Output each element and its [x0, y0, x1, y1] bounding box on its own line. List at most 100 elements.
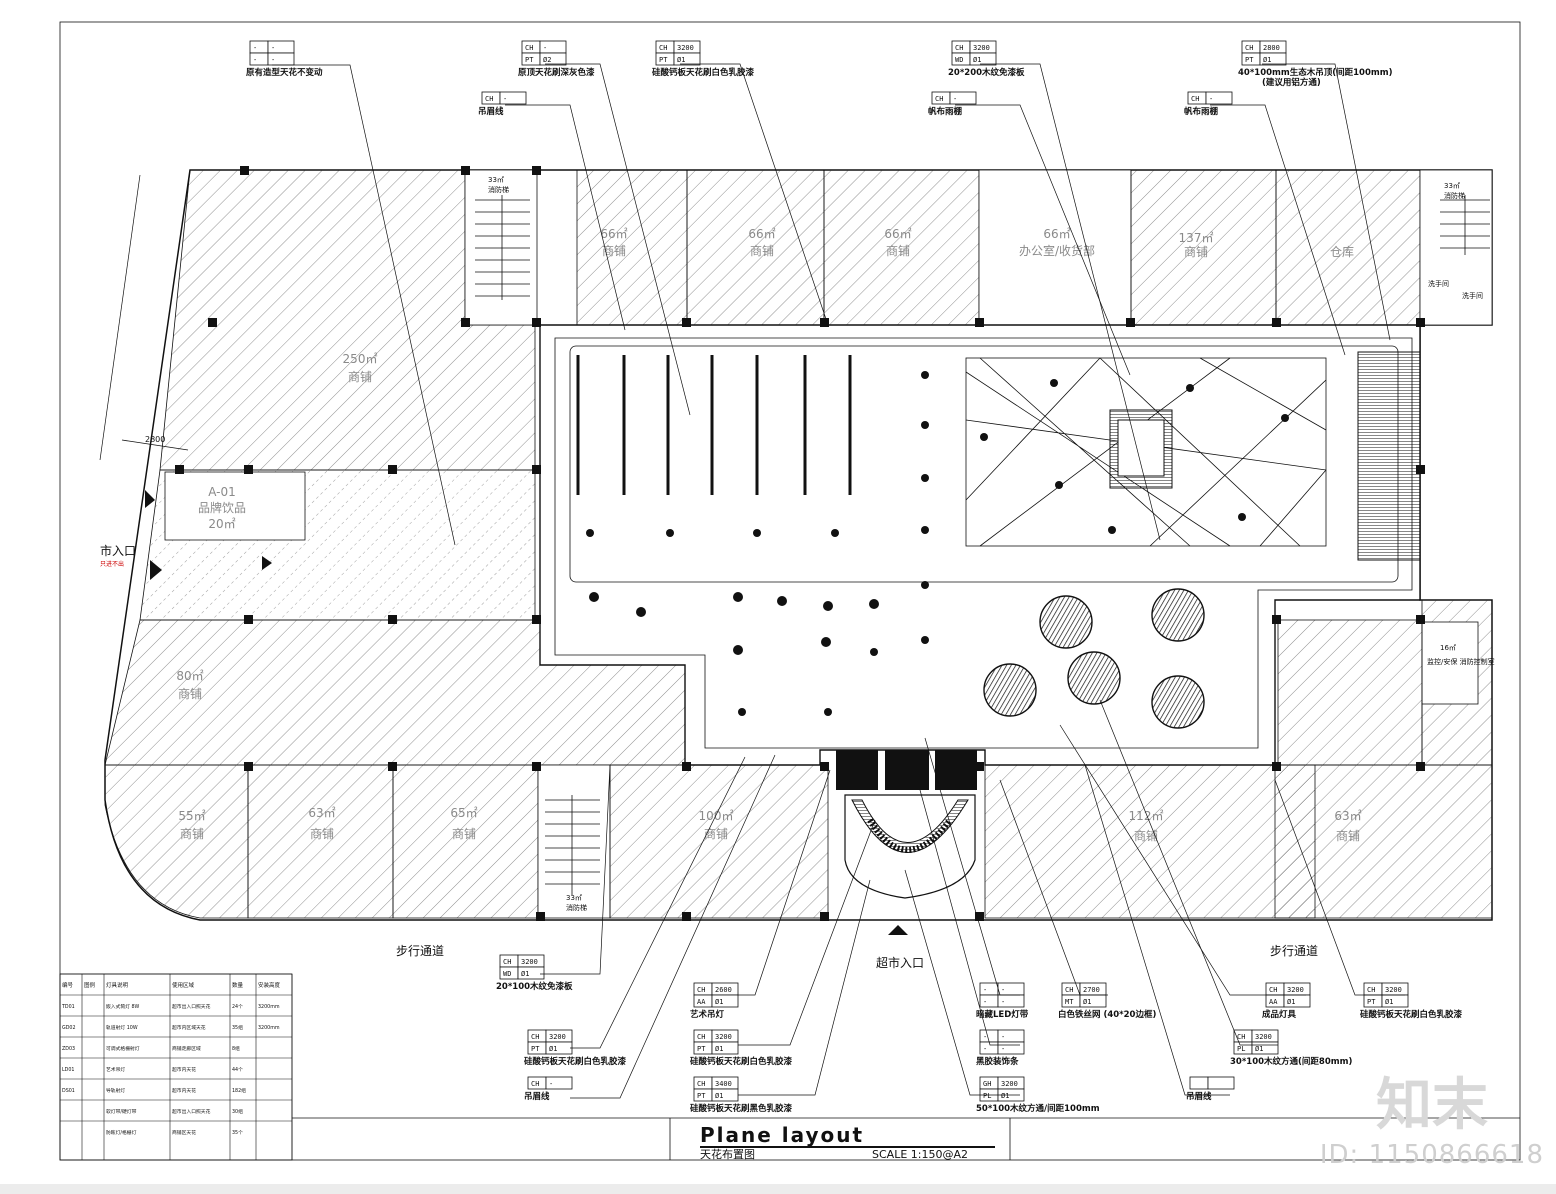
callout-label: 白色铁丝网 (40*20边框) — [1058, 1009, 1156, 1020]
fan-icons — [589, 592, 879, 655]
shop-55 — [104, 764, 249, 919]
callout-code: PT — [1367, 998, 1376, 1006]
callout-code: CH — [531, 1080, 539, 1088]
callout-value: - — [1001, 998, 1005, 1006]
pendant-lamps — [983, 588, 1205, 729]
room-labels: 250㎡ 商铺 A-01 品牌饮品 20㎡ 80㎡ 商铺 55㎡ 商铺 63㎡ … — [176, 227, 1361, 843]
callout-value: - — [1001, 1045, 1005, 1053]
callout-code: CH — [935, 95, 943, 103]
callout-code: - — [983, 1045, 987, 1053]
legend-cell: 35组 — [232, 1024, 243, 1031]
callout-code: PT — [525, 56, 534, 64]
legend-cell: 超市内天花 — [172, 1066, 196, 1073]
shop-63 — [247, 764, 394, 919]
callout-label: 暗藏LED灯带 — [976, 1009, 1029, 1020]
callout-value: Ø1 — [521, 970, 529, 978]
callout-value: Ø2 — [543, 56, 551, 64]
stair-2 — [537, 764, 611, 919]
legend-cell: 导轨射灯 — [106, 1087, 125, 1094]
callout-value: Ø1 — [715, 998, 723, 1006]
east-shop-2 — [1277, 619, 1423, 766]
legend-cell: 3200mm — [258, 1004, 280, 1010]
callout-label: 帆布雨棚 — [928, 106, 963, 117]
room-name-80: 商铺 — [178, 686, 202, 701]
legend-cell: GD02 — [62, 1025, 76, 1031]
room-name-137: 商铺 — [1184, 244, 1208, 259]
drawing-border — [59, 21, 1521, 1161]
callout-label: 成品灯具 — [1262, 1009, 1297, 1020]
legend-header: 编号 — [62, 981, 74, 989]
legend-cell: 轨道射灯 10W — [106, 1024, 138, 1031]
title-block: Plane layout 天花布置图 SCALE 1:150@A2 — [292, 1117, 1520, 1161]
callout-value: 2800 — [1263, 44, 1280, 52]
callout-code: CH — [525, 44, 533, 52]
legend-cell: 3200mm — [258, 1025, 280, 1031]
entry-box-2 — [885, 750, 929, 790]
callout-value: - — [1001, 986, 1005, 994]
legend-cell: 30组 — [232, 1108, 243, 1115]
room-area-100: 100㎡ — [699, 809, 734, 823]
callout-code: - — [253, 56, 257, 64]
callout-label: 20*200木纹免漆板 — [948, 67, 1025, 78]
supermarket-outline — [539, 324, 1421, 766]
room-name-250: 商铺 — [348, 369, 372, 384]
linear-lights — [576, 355, 852, 495]
legend-header: 灯具说明 — [106, 981, 129, 989]
legend-cell: 44个 — [232, 1067, 243, 1073]
bottom-bar — [0, 1184, 1556, 1194]
callout-value: 3200 — [973, 44, 990, 52]
shop-65 — [392, 764, 539, 919]
room-area-55: 55㎡ — [178, 809, 205, 823]
callout-value: 3200 — [715, 1033, 732, 1041]
top-callout-0: ----原有造型天花不变动 — [246, 40, 323, 78]
callout-value: - — [503, 95, 507, 103]
control-room-label: 监控/安保 消防控制室 — [1427, 657, 1495, 666]
callout-value: - — [271, 44, 275, 52]
columns — [175, 166, 1425, 921]
supermarket-entrance-label: 超市入口 — [876, 955, 924, 970]
callout-code: CH — [697, 1033, 705, 1041]
bottom-callout-2: CH-吊眉线 — [524, 1076, 573, 1102]
callout-label: 30*100木纹方通(间距80mm) — [1230, 1056, 1352, 1067]
callout-label: 硅酸钙板天花刷白色乳胶漆 — [524, 1056, 627, 1067]
stair2-area: 33㎡ — [566, 894, 582, 902]
shop-66a — [576, 169, 688, 326]
room-area-250: 250㎡ — [343, 352, 378, 366]
callout-label: 40*100mm生态木吊顶(间距100mm) — [1238, 67, 1393, 78]
dimension-text: 2800 — [145, 435, 165, 444]
callout-value: 2600 — [715, 986, 732, 994]
callout-label: 原顶天花刷深灰色漆 — [518, 67, 595, 78]
callout-value: 3200 — [1287, 986, 1304, 994]
callout-code: CH — [1191, 95, 1199, 103]
room-extra-a01: 20㎡ — [208, 517, 235, 531]
callout-label: 20*100木纹免漆板 — [496, 981, 573, 992]
top-callout-5: CH-吊眉线 — [478, 91, 527, 117]
callout-value: Ø1 — [1287, 998, 1295, 1006]
room-area-a01: A-01 — [208, 485, 236, 499]
entry-box-1 — [836, 750, 878, 790]
shop-66c — [823, 169, 980, 326]
room-area-63: 63㎡ — [308, 806, 335, 820]
title-main: Plane layout — [700, 1123, 864, 1147]
walkway-label-right: 步行通道 — [1270, 944, 1318, 958]
stair3-label: 消防梯 — [1444, 191, 1465, 200]
callout-code: CH — [503, 958, 511, 966]
shop-66b — [686, 169, 825, 326]
callout-label: 黑胶装饰条 — [976, 1056, 1019, 1067]
legend-cell: 可调式格栅射灯 — [106, 1045, 140, 1052]
top-callout-7: CH-帆布雨棚 — [1184, 91, 1233, 117]
callout-value: - — [543, 44, 547, 52]
legend-cell: 软灯带/硬灯带 — [106, 1108, 137, 1115]
room-name-66b: 商铺 — [750, 243, 774, 258]
callout-code: CH — [1065, 986, 1073, 994]
washroom-1: 洗手间 — [1428, 279, 1449, 288]
